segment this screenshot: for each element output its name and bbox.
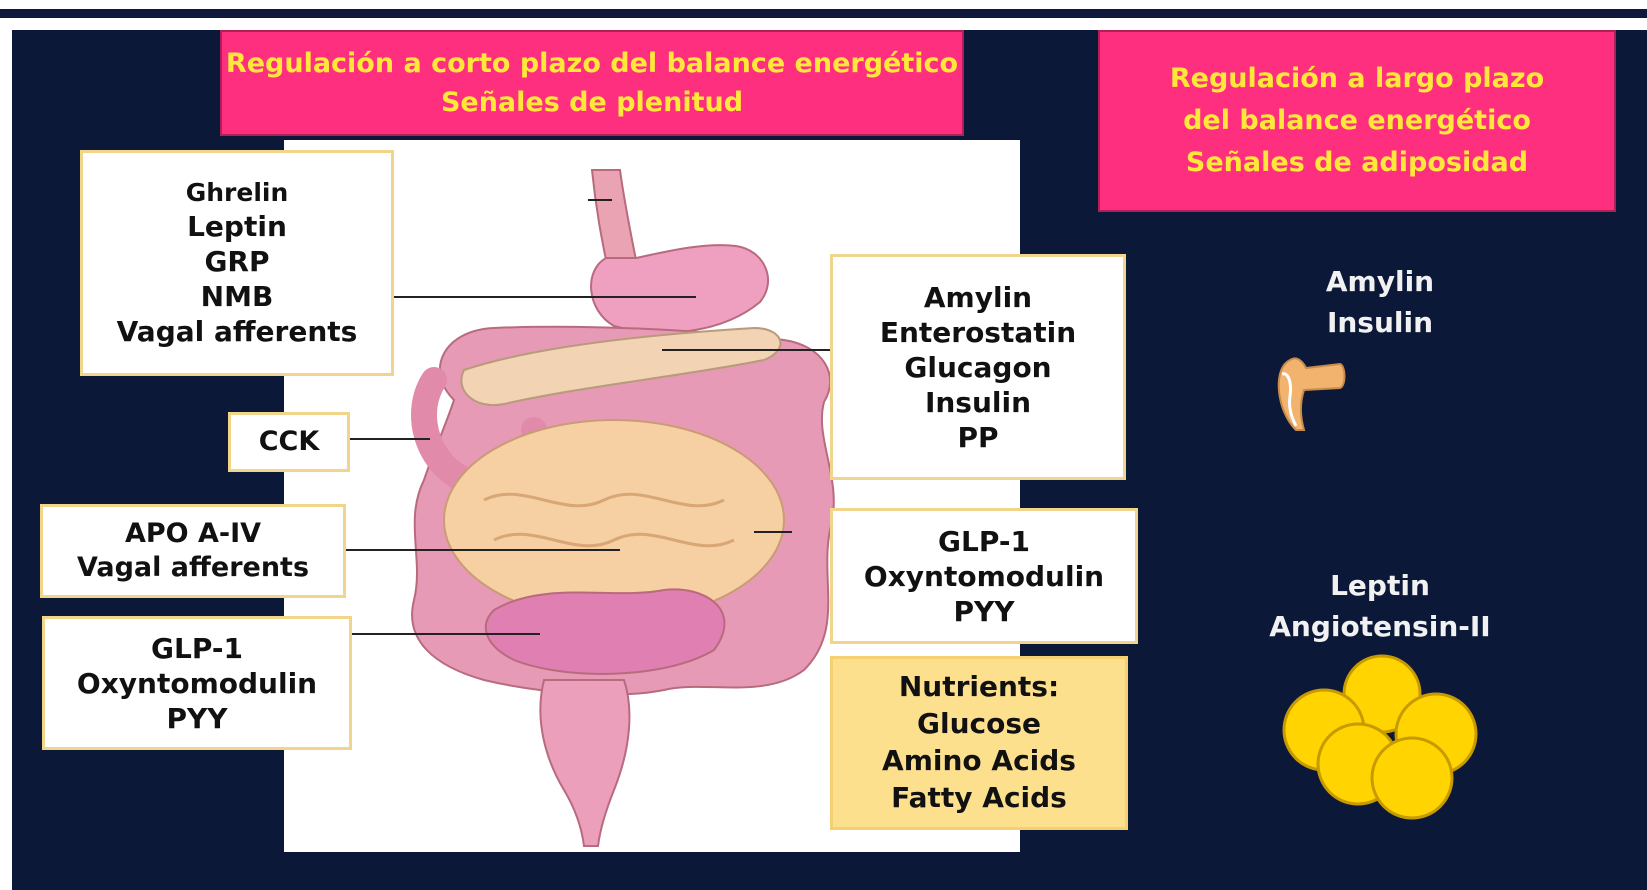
adipose-longterm-signal: Leptin xyxy=(1220,566,1540,607)
top-rule xyxy=(0,9,1647,18)
stomach xyxy=(591,245,768,333)
stomach-signal: GRP xyxy=(83,244,391,279)
stomach-signal: NMB xyxy=(83,279,391,314)
pancreas-signals-box: Amylin Enterostatin Glucagon Insulin PP xyxy=(830,254,1126,480)
nutrients-box: Nutrients: Glucose Amino Acids Fatty Aci… xyxy=(830,656,1128,830)
pancreas-signal: Glucagon xyxy=(833,350,1123,385)
colon-signal: Oxyntomodulin xyxy=(833,559,1135,594)
nutrients-title: Nutrients: xyxy=(833,669,1125,706)
pancreas-longterm-signals: Amylin Insulin xyxy=(1240,262,1520,343)
pancreas-signal: PP xyxy=(833,420,1123,455)
small-intestine xyxy=(444,420,784,620)
short-term-header-line2: Señales de plenitud xyxy=(220,83,964,122)
long-term-header: Regulación a largo plazo del balance ene… xyxy=(1098,30,1616,212)
jejunum-pointer xyxy=(346,549,620,551)
ileum-signal: Oxyntomodulin xyxy=(45,666,349,701)
pancreas-longterm-signal: Insulin xyxy=(1240,303,1520,344)
adipose-longterm-signals: Leptin Angiotensin-II xyxy=(1220,566,1540,647)
esophagus xyxy=(592,170,636,260)
short-term-header: Regulación a corto plazo del balance ene… xyxy=(220,30,964,136)
adipose-longterm-signal: Angiotensin-II xyxy=(1220,607,1540,648)
nutrient-item: Glucose xyxy=(833,706,1125,743)
short-term-header-line1: Regulación a corto plazo del balance ene… xyxy=(220,44,964,83)
long-term-header-line1: Regulación a largo plazo xyxy=(1098,58,1616,100)
ileum xyxy=(486,589,725,674)
long-term-header-line3: Señales de adiposidad xyxy=(1098,142,1616,184)
jejunum-signal: APO A-IV xyxy=(43,517,343,551)
ileum-signal: PYY xyxy=(45,701,349,736)
stomach-signal: Leptin xyxy=(83,209,391,244)
jejunum-signal: Vagal afferents xyxy=(43,551,343,585)
stomach-signal: Vagal afferents xyxy=(83,314,391,349)
adipocytes-icon xyxy=(1272,652,1492,822)
pancreas-longterm-signal: Amylin xyxy=(1240,262,1520,303)
jejunum-signals-box: APO A-IV Vagal afferents xyxy=(40,504,346,598)
colon-signal: GLP-1 xyxy=(833,524,1135,559)
fat-cell xyxy=(1372,738,1452,818)
pancreas-signal: Amylin xyxy=(833,280,1123,315)
pancreas-pointer xyxy=(662,349,830,351)
long-term-header-line2: del balance energético xyxy=(1098,100,1616,142)
pancreas-signal: Insulin xyxy=(833,385,1123,420)
nutrient-item: Amino Acids xyxy=(833,743,1125,780)
rectum xyxy=(540,680,629,846)
ileum-signals-box: GLP-1 Oxyntomodulin PYY xyxy=(42,616,352,750)
duodenum-pointer xyxy=(348,438,430,440)
stomach-signals-box: Ghrelin Leptin GRP NMB Vagal afferents xyxy=(80,150,394,376)
colon-signals-box: GLP-1 Oxyntomodulin PYY xyxy=(830,508,1138,644)
pancreas-icon xyxy=(1270,346,1348,434)
duodenum-signals-box: CCK xyxy=(228,412,350,472)
stomach-signal: Ghrelin xyxy=(83,177,391,208)
pancreas-signal: Enterostatin xyxy=(833,315,1123,350)
stomach-pointer xyxy=(390,296,696,298)
colon-signal: PYY xyxy=(833,594,1135,629)
cck-label: CCK xyxy=(231,425,347,459)
nutrient-item: Fatty Acids xyxy=(833,780,1125,817)
ileum-pointer xyxy=(350,633,540,635)
ileum-signal: GLP-1 xyxy=(45,631,349,666)
